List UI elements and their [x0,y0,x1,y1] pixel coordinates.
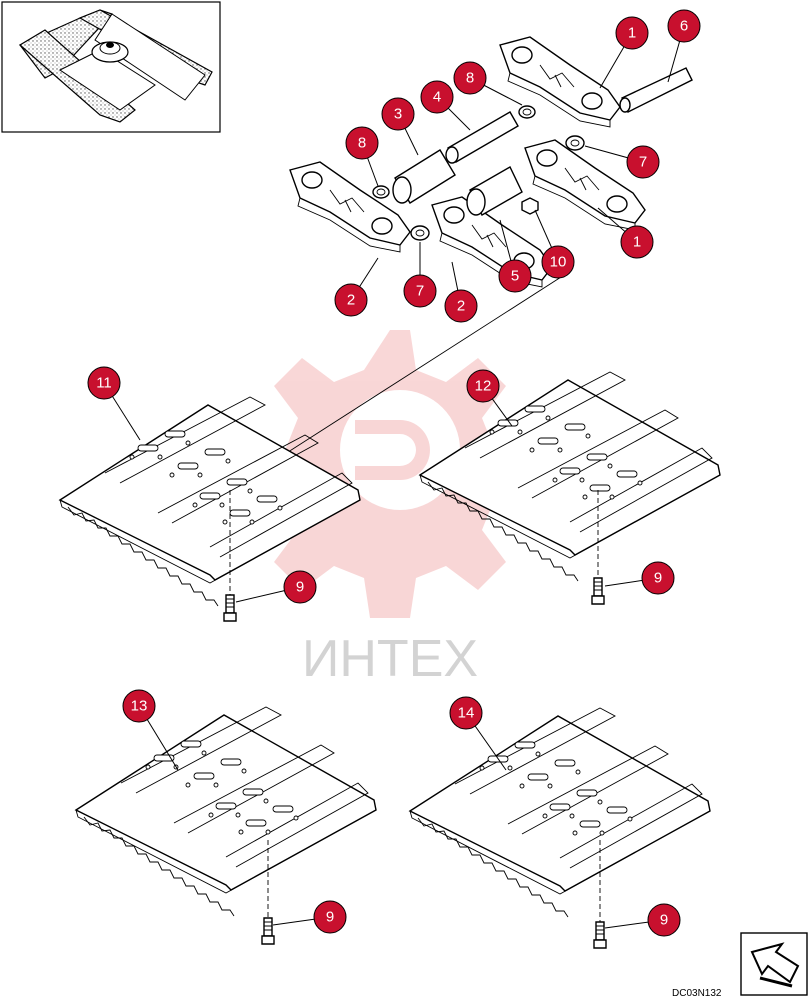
callout-1-upper: 1 [615,16,649,50]
svg-text:9: 9 [326,909,334,926]
link-part-1-upper [499,36,621,128]
callout-11: 11 [87,366,121,400]
svg-text:13: 13 [131,698,148,715]
callout-7-left: 7 [403,274,437,308]
callout-9-c: 9 [313,900,347,934]
callout-9-d: 9 [647,903,681,937]
nut-part-10 [521,197,539,215]
callout-5: 5 [498,259,532,293]
svg-text:11: 11 [96,375,112,392]
pin-part-6 [619,67,693,113]
link-part-2-left [289,161,411,253]
callout-9-a: 9 [283,570,317,604]
bolt-part-9-a [223,490,237,622]
svg-text:12: 12 [475,378,492,395]
callout-9-b: 9 [641,561,675,595]
callout-2-left: 2 [334,283,368,317]
callout-12: 12 [466,369,500,403]
svg-text:10: 10 [550,254,567,271]
svg-text:7: 7 [416,283,424,300]
bolt-part-9-d [593,840,607,949]
svg-text:2: 2 [457,298,465,315]
seal-part-8-b [518,105,536,119]
drawing-code: DC03N132 [672,988,722,999]
callout-8-right: 8 [453,61,487,95]
bolt-part-9-b [591,490,605,605]
callout-2-right: 2 [444,289,478,323]
watermark-text: ИНТЕХ [302,630,478,688]
callout-4: 4 [420,80,454,114]
callout-13: 13 [122,689,156,723]
track-shoe-14 [409,707,711,918]
svg-text:3: 3 [394,106,402,123]
svg-text:4: 4 [433,89,441,106]
navigation-arrow-icon[interactable] [740,932,808,996]
svg-text:1: 1 [633,234,641,251]
callout-1-lower: 1 [620,225,654,259]
seal-part-8-a [372,185,390,199]
svg-text:1: 1 [628,25,636,42]
svg-text:5: 5 [511,268,519,285]
svg-text:2: 2 [347,292,355,309]
bolt-part-9-c [261,840,275,945]
svg-text:14: 14 [458,705,475,722]
callout-8-left: 8 [345,126,379,160]
svg-text:9: 9 [654,570,662,587]
callout-14: 14 [449,696,483,730]
link-assembly [231,36,693,489]
link-part-1-lower [524,139,646,231]
bushing-part-5 [466,166,523,216]
washer-part-7-a [410,225,430,241]
svg-text:9: 9 [296,579,304,596]
callout-3: 3 [381,97,415,131]
undercarriage-inset [1,1,221,133]
svg-text:6: 6 [680,18,688,35]
washer-part-7-b [565,135,585,151]
svg-text:8: 8 [466,70,474,87]
callout-10: 10 [541,245,575,279]
track-shoe-13 [75,706,377,917]
bushing-part-3 [392,149,456,204]
pin-part-4 [445,111,519,164]
svg-text:9: 9 [660,912,668,929]
callout-6: 6 [667,9,701,43]
callout-7-right: 7 [626,145,660,179]
svg-text:8: 8 [358,135,366,152]
svg-text:7: 7 [639,154,647,171]
